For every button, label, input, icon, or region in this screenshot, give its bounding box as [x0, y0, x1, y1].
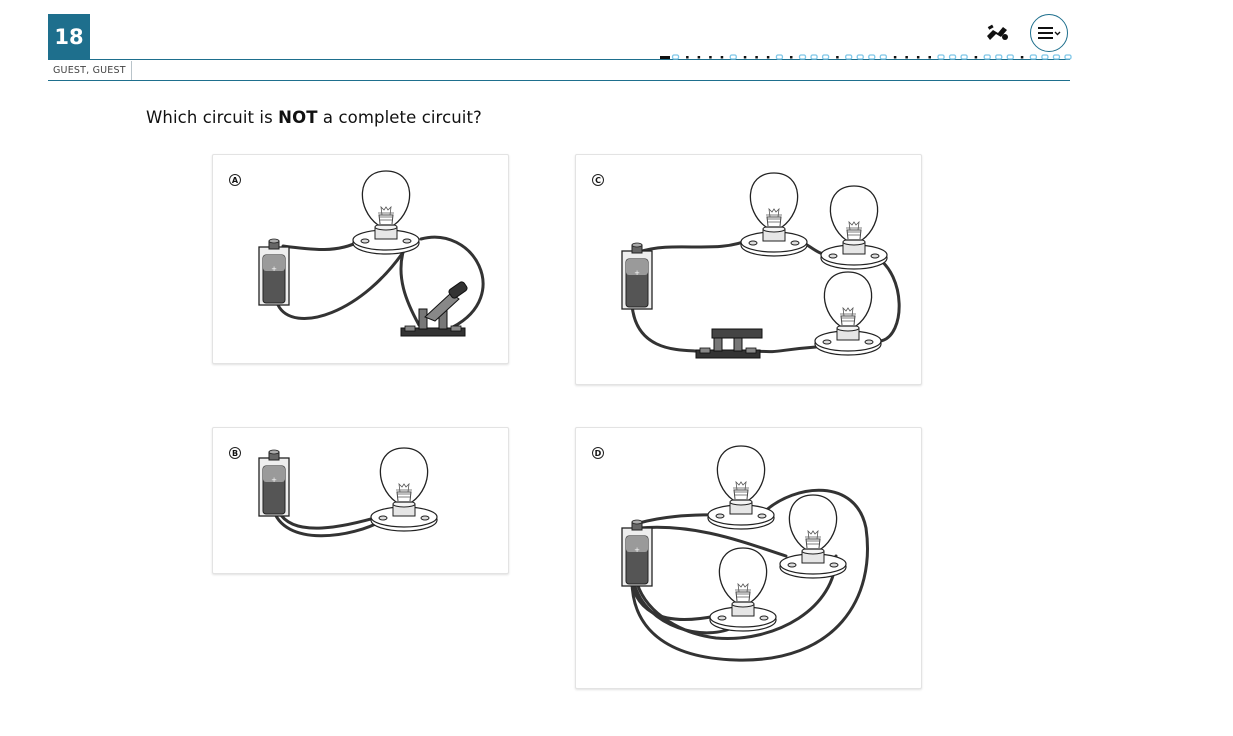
progress-item[interactable] [775, 54, 784, 60]
progress-item[interactable] [755, 56, 758, 59]
tools-icon[interactable] [984, 22, 1010, 44]
question-progress-bar[interactable] [660, 53, 1072, 61]
header-divider-bottom [48, 80, 1070, 81]
progress-item[interactable] [743, 56, 747, 59]
header-divider-top [48, 59, 1070, 60]
progress-item[interactable] [1064, 54, 1072, 60]
answer-option-b[interactable]: B [212, 427, 509, 574]
progress-item[interactable] [948, 54, 957, 60]
progress-item[interactable] [686, 56, 689, 59]
progress-item[interactable] [1029, 54, 1038, 60]
option-letter-b: B [229, 447, 241, 459]
option-letter-d: D [592, 447, 604, 459]
question-text: Which circuit is NOT a complete circuit? [146, 108, 482, 127]
circuit-diagram-b [258, 447, 438, 538]
progress-item[interactable] [868, 54, 876, 60]
progress-item[interactable] [893, 56, 897, 59]
progress-item[interactable] [697, 56, 701, 59]
question-prefix: Which circuit is [146, 108, 279, 127]
progress-item[interactable] [671, 54, 680, 60]
answer-option-d[interactable]: D [575, 427, 922, 689]
progress-item[interactable] [1006, 54, 1014, 60]
progress-item[interactable] [1041, 54, 1049, 60]
menu-button[interactable] [1030, 14, 1068, 52]
question-emphasis: NOT [278, 108, 318, 127]
progress-item[interactable] [810, 54, 818, 60]
circuit-diagram-a [258, 170, 485, 337]
progress-item[interactable] [845, 54, 853, 60]
progress-item[interactable] [995, 54, 1003, 60]
circuit-diagram-d [621, 445, 869, 662]
progress-item[interactable] [960, 54, 968, 60]
progress-item[interactable] [983, 54, 991, 60]
progress-item[interactable] [821, 54, 830, 60]
circuit-diagram-c [621, 172, 901, 359]
question-number-badge: 18 [48, 14, 90, 59]
progress-item[interactable] [766, 56, 770, 59]
option-letter-a: A [229, 174, 241, 186]
progress-item[interactable] [916, 56, 920, 59]
progress-item[interactable] [937, 54, 945, 60]
progress-current-marker[interactable] [660, 56, 670, 59]
progress-item[interactable] [836, 56, 839, 59]
hamburger-menu-icon [1038, 27, 1061, 39]
answer-option-c[interactable]: C [575, 154, 922, 385]
progress-item[interactable] [879, 54, 887, 60]
progress-item[interactable] [789, 56, 793, 59]
progress-item[interactable] [729, 54, 737, 60]
answer-option-a[interactable]: A [212, 154, 509, 364]
user-label: GUEST, GUEST [48, 61, 132, 80]
progress-item[interactable] [798, 54, 807, 60]
progress-item[interactable] [974, 56, 978, 59]
progress-item[interactable] [1020, 56, 1024, 59]
progress-item[interactable] [720, 56, 724, 59]
progress-item[interactable] [905, 56, 908, 59]
progress-item[interactable] [928, 56, 931, 59]
progress-item[interactable] [1052, 54, 1061, 60]
progress-item[interactable] [709, 56, 712, 59]
question-suffix: a complete circuit? [317, 108, 482, 127]
option-letter-c: C [592, 174, 604, 186]
progress-item[interactable] [856, 54, 864, 60]
